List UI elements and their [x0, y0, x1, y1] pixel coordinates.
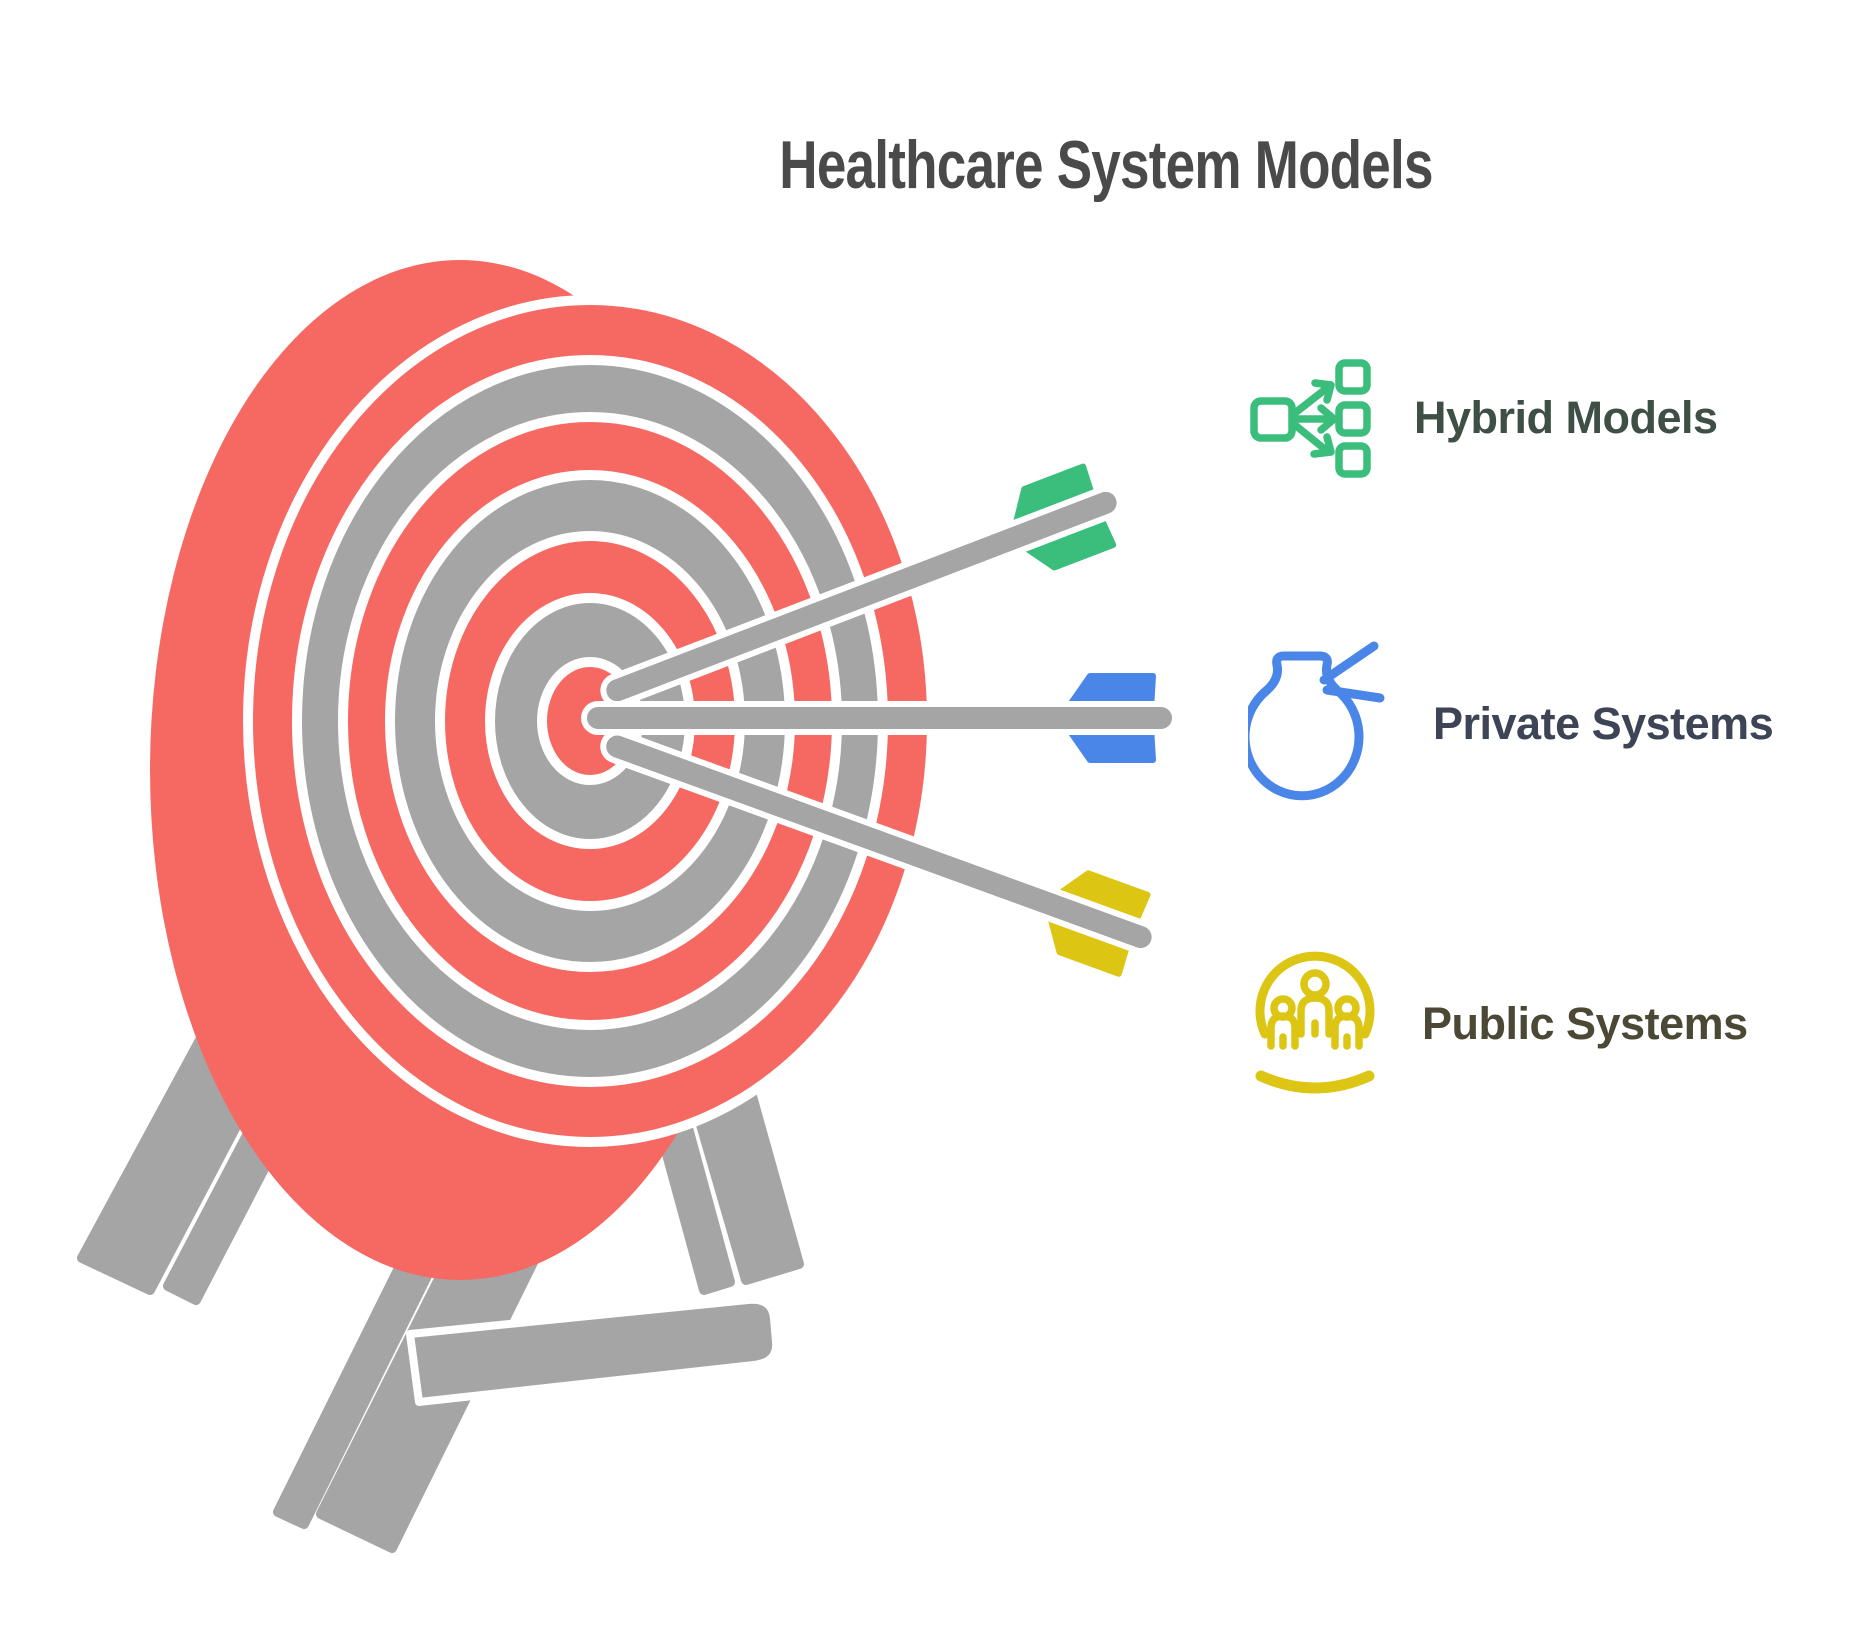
page-title: Healthcare System Models	[779, 127, 1433, 203]
easel-crossbar	[406, 1295, 781, 1406]
legend-label-private: Private Systems	[1433, 697, 1774, 749]
green-arrow-shaft	[606, 491, 1117, 702]
distribution-icon	[1250, 359, 1371, 478]
arrow-green	[600, 463, 1123, 708]
legend-label-hybrid: Hybrid Models	[1414, 392, 1718, 443]
blue-fletching	[1064, 673, 1156, 763]
legend-item-private: Private Systems	[1248, 636, 1774, 811]
arrow-yellow	[600, 729, 1158, 977]
yellow-arrow-shaft	[606, 735, 1152, 949]
legend-item-hybrid: Hybrid Models	[1250, 358, 1718, 478]
people-dome-icon	[1255, 951, 1375, 1094]
legend-label-public: Public Systems	[1422, 998, 1748, 1049]
legend-item-public: Public Systems	[1252, 944, 1748, 1104]
arrow-blue	[581, 673, 1178, 763]
target-board	[150, 260, 937, 1280]
money-bag-icon	[1248, 641, 1385, 801]
